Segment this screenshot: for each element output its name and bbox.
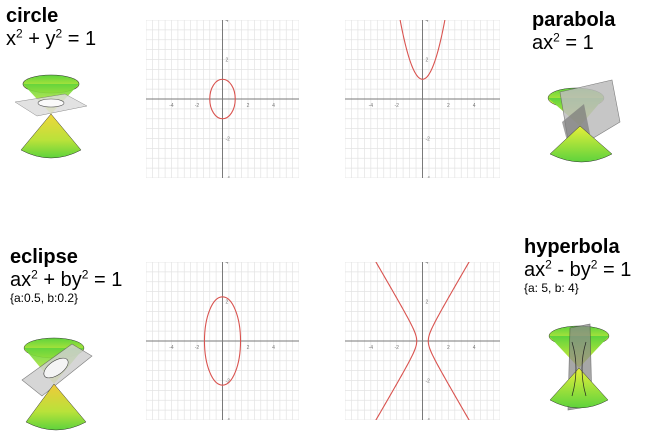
y-tick-label: 2 — [426, 58, 429, 64]
y-tick-label: -2 — [226, 137, 231, 143]
y-tick-label: -2 — [426, 379, 431, 385]
eq-term: + by — [37, 269, 82, 291]
hyperbola-params: {a: 5, b: 4} — [524, 281, 579, 295]
eq-term: = 1 — [559, 32, 594, 54]
ellipse-curve — [203, 296, 242, 386]
y-tick-label: 4 — [226, 262, 229, 266]
y-tick-label: 2 — [426, 300, 429, 306]
circle-title: circle — [6, 5, 59, 27]
hyperbola-title: hyperbola — [524, 236, 620, 258]
parabola-title: parabola — [532, 9, 616, 31]
eq-term: = 1 — [597, 259, 632, 281]
y-tick-label: 4 — [226, 20, 229, 24]
x-tick-label: 4 — [272, 345, 275, 351]
eq-exponent: 2 — [590, 257, 598, 272]
eclipse-cone-illustration — [21, 337, 93, 431]
y-tick-label: -4 — [226, 418, 231, 420]
y-tick-label: 2 — [226, 58, 229, 64]
eq-term: + y — [22, 28, 56, 50]
x-tick-label: 2 — [447, 103, 450, 109]
eq-exponent: 2 — [16, 26, 23, 41]
eq-term: ax — [524, 259, 546, 281]
hyperbola-branch — [375, 262, 418, 420]
parabola-label: parabola ax2 = 1 — [532, 9, 615, 55]
hyperbola-label: hyperbola ax2 - by2 = 1 {a: 5, b: 4} — [524, 236, 631, 296]
y-tick-label: 4 — [426, 262, 429, 266]
eq-term: ax — [10, 269, 32, 291]
circle-curve — [209, 78, 236, 120]
x-tick-label: 4 — [272, 103, 275, 109]
x-tick-label: 2 — [447, 345, 450, 351]
eclipse-title: eclipse — [10, 246, 78, 268]
hyperbola-graph: -4 -2 2 4 4 2 -2 -4 — [345, 262, 500, 420]
x-tick-label: -4 — [169, 103, 174, 109]
hyperbola-cone-illustration — [548, 323, 610, 411]
circle-cone-illustration — [14, 74, 88, 159]
eq-term: = 1 — [62, 28, 97, 50]
x-tick-label: -4 — [369, 345, 374, 351]
x-tick-label: -2 — [394, 345, 399, 351]
parabola-equation: ax2 = 1 — [532, 30, 615, 55]
y-tick-label: 2 — [226, 300, 229, 306]
x-tick-label: -2 — [195, 103, 200, 109]
circle-label: circle x2 + y2 = 1 — [6, 5, 96, 51]
hyperbola-equation: ax2 - by2 = 1 — [524, 257, 632, 282]
eq-term: - by — [551, 259, 591, 281]
circle-equation: x2 + y2 = 1 — [6, 26, 97, 51]
x-tick-label: -2 — [394, 103, 399, 109]
eq-exponent: 2 — [55, 26, 63, 41]
y-tick-label: 4 — [426, 20, 429, 24]
eclipse-label: eclipse ax2 + by2 = 1 {a:0.5, b:0.2} — [10, 246, 122, 306]
eq-term: = 1 — [88, 269, 123, 291]
x-tick-label: -2 — [195, 345, 200, 351]
y-tick-label: -4 — [226, 176, 231, 178]
y-tick-label: -2 — [226, 379, 231, 385]
x-tick-label: -4 — [169, 345, 174, 351]
eq-exponent: 2 — [81, 267, 89, 282]
eq-exponent: 2 — [553, 30, 560, 45]
y-tick-label: -4 — [426, 418, 431, 420]
eq-exponent: 2 — [545, 257, 552, 272]
hyperbola-branch — [427, 262, 470, 420]
circle-graph: -4 -2 2 4 4 2 -2 -4 — [146, 20, 299, 178]
parabola-curve — [399, 20, 446, 80]
x-tick-label: -4 — [369, 103, 374, 109]
eq-term: ax — [532, 32, 554, 54]
x-tick-label: 2 — [247, 103, 250, 109]
eclipse-graph: -4 -2 2 4 4 2 -2 -4 — [146, 262, 299, 420]
eclipse-params: {a:0.5, b:0.2} — [10, 291, 79, 305]
x-tick-label: 4 — [473, 345, 476, 351]
eq-term: x — [6, 28, 16, 50]
eclipse-equation: ax2 + by2 = 1 — [10, 267, 123, 292]
y-tick-label: -4 — [426, 176, 431, 178]
x-tick-label: 4 — [473, 103, 476, 109]
parabola-graph: -4 -2 2 4 4 2 -2 -4 — [345, 20, 500, 178]
eq-exponent: 2 — [31, 267, 38, 282]
y-tick-label: -2 — [426, 137, 431, 143]
parabola-cone-illustration — [547, 79, 621, 163]
x-tick-label: 2 — [247, 345, 250, 351]
